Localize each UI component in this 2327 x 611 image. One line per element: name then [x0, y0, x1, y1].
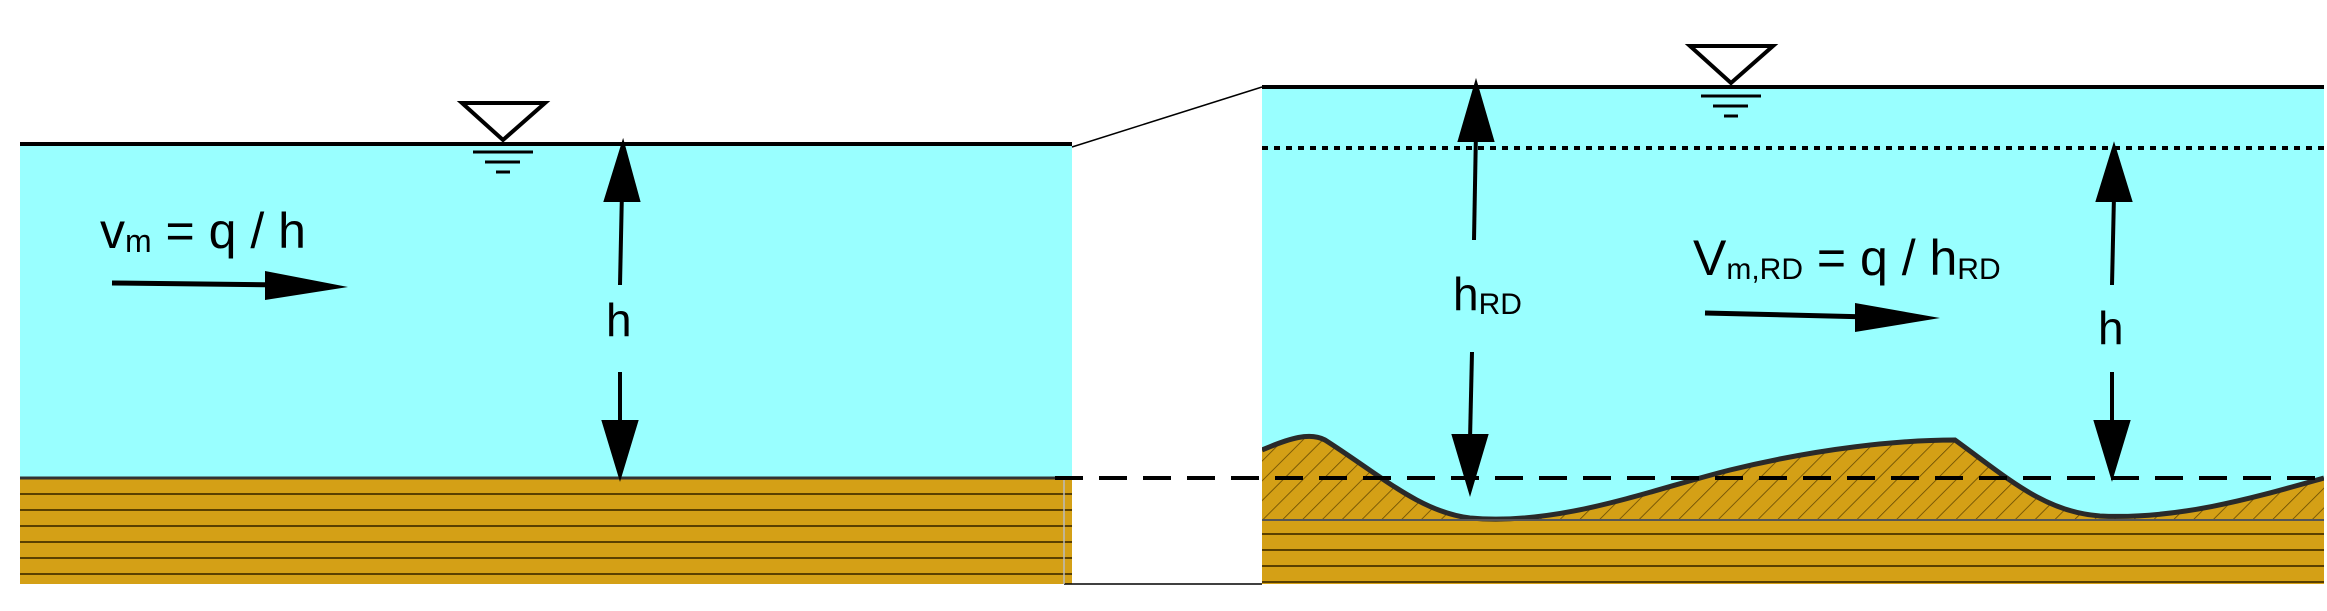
right-water-body [1262, 87, 2324, 527]
left-water-body [20, 144, 1072, 478]
left-panel: vm = q / h h [20, 101, 1072, 584]
right-bed-layers [1262, 533, 2324, 583]
right-depth-rd-arrow [1451, 77, 1495, 498]
water-surface-triangle-icon [456, 101, 551, 174]
left-bed-layers [20, 476, 1072, 575]
zoom-connector [1063, 86, 1263, 585]
water-surface-triangle-icon [1684, 44, 1779, 118]
right-depth-label: h [2098, 302, 2124, 354]
left-flow-arrow [111, 271, 348, 300]
left-velocity-formula: vm = q / h [100, 203, 306, 259]
right-depth-rd-label: hRD [1453, 268, 1522, 321]
right-panel: hRD Vm,RD = q / hRD h [1055, 44, 2324, 584]
right-velocity-formula: Vm,RD = q / hRD [1693, 230, 2001, 286]
bedform [1262, 433, 2324, 522]
left-depth-label: h [606, 294, 632, 346]
right-depth-arrow [2093, 141, 2133, 482]
right-flow-arrow [1704, 303, 1940, 332]
left-depth-arrow [601, 137, 641, 482]
left-sediment-bed [20, 478, 1072, 584]
